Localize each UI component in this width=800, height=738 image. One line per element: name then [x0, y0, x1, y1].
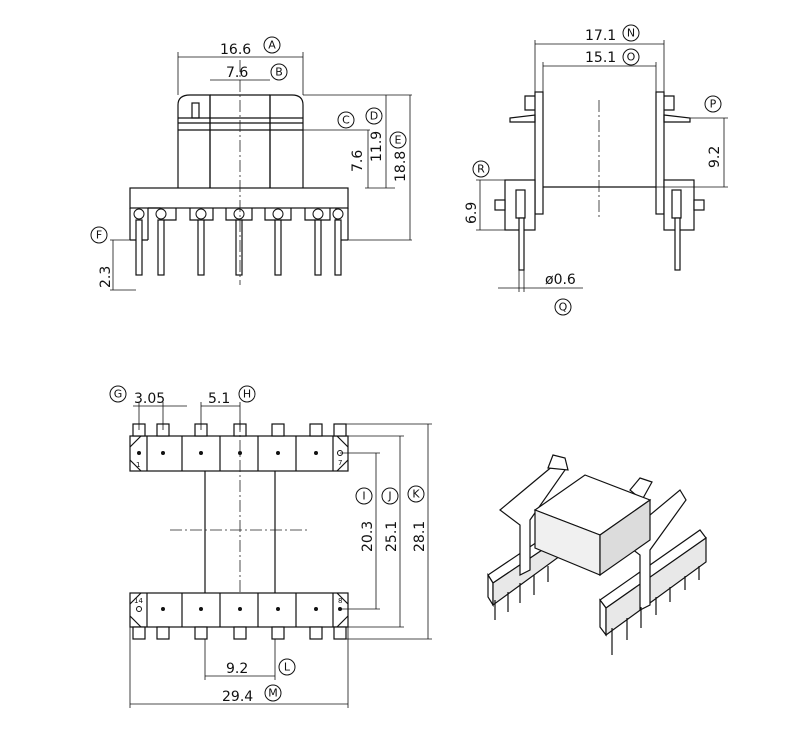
callout-R-label: R — [477, 163, 485, 176]
callout-E-label: E — [395, 134, 402, 147]
callout-J-label: J — [387, 490, 391, 503]
pin-number-14: 14 — [134, 597, 143, 605]
callout-G-label: G — [114, 388, 123, 401]
dim-K-value: 28.1 — [412, 521, 428, 552]
callout-M-circle — [264, 684, 282, 702]
callout-I-circle — [355, 487, 373, 505]
callout-Q-circle — [554, 298, 572, 316]
dim-P-value: 9.2 — [707, 146, 723, 168]
callout-O-circle — [622, 48, 640, 66]
callout-N-label: N — [627, 27, 635, 40]
dim-I-value: 20.3 — [360, 521, 376, 552]
dim-Q-value: ø0.6 — [545, 272, 576, 288]
callout-R-circle — [472, 160, 490, 178]
dim-G-value: 3.05 — [134, 391, 165, 407]
dim-L-value: 9.2 — [226, 661, 248, 677]
callout-B-label: B — [275, 66, 283, 79]
callout-L-label: L — [284, 661, 291, 674]
dim-A-value: 16.6 — [220, 42, 251, 58]
dim-N-value: 17.1 — [585, 28, 616, 44]
callout-C-label: C — [342, 114, 350, 127]
callout-M-label: M — [268, 687, 278, 700]
callout-F-label: F — [96, 229, 102, 242]
pin-number-8: 8 — [338, 597, 342, 605]
dim-M-value: 29.4 — [222, 689, 253, 705]
callout-F-circle — [90, 226, 108, 244]
dim-O-value: 15.1 — [585, 50, 616, 66]
callout-K-label: K — [412, 488, 420, 501]
dim-R-value: 6.9 — [464, 202, 480, 224]
callout-A-label: A — [268, 39, 276, 52]
dim-J-value: 25.1 — [384, 521, 400, 552]
callout-H-label: H — [243, 388, 251, 401]
side-view: 17.1 N 15.1 O 9.2 P 6.9 R ø0.6 Q — [464, 24, 728, 316]
callout-P-circle — [704, 95, 722, 113]
dim-H-value: 5.1 — [208, 391, 230, 407]
callout-K-circle — [407, 485, 425, 503]
dim-D-value: 11.9 — [369, 131, 385, 162]
pin-number-7: 7 — [338, 459, 342, 467]
callout-P-label: P — [710, 98, 717, 111]
callout-Q-label: Q — [559, 301, 568, 314]
callout-A-circle — [263, 36, 281, 54]
callout-H-circle — [238, 385, 256, 403]
front-view: 16.6 A 7.6 B 7.6 11.9 18.8 C D E 2.3 F — [90, 36, 412, 291]
callout-D-label: D — [370, 110, 378, 123]
dim-D-inner-value: 7.6 — [350, 150, 366, 172]
callout-O-label: O — [627, 51, 636, 64]
callout-I-label: I — [362, 490, 365, 503]
callout-N-circle — [622, 24, 640, 42]
dim-B-value: 7.6 — [226, 65, 248, 81]
isometric-view — [487, 454, 707, 655]
pin-number-1: 1 — [136, 461, 140, 469]
bottom-view: 1 7 14 8 3.05 G — [109, 385, 432, 708]
callout-C-circle — [337, 111, 355, 129]
callout-E-circle — [389, 131, 407, 149]
callout-L-circle — [278, 658, 296, 676]
callout-G-circle — [109, 385, 127, 403]
callout-B-circle — [270, 63, 288, 81]
callout-D-circle — [365, 107, 383, 125]
dim-F-value: 2.3 — [98, 266, 114, 288]
callout-J-circle — [381, 487, 399, 505]
dim-E-value: 18.8 — [393, 151, 409, 182]
